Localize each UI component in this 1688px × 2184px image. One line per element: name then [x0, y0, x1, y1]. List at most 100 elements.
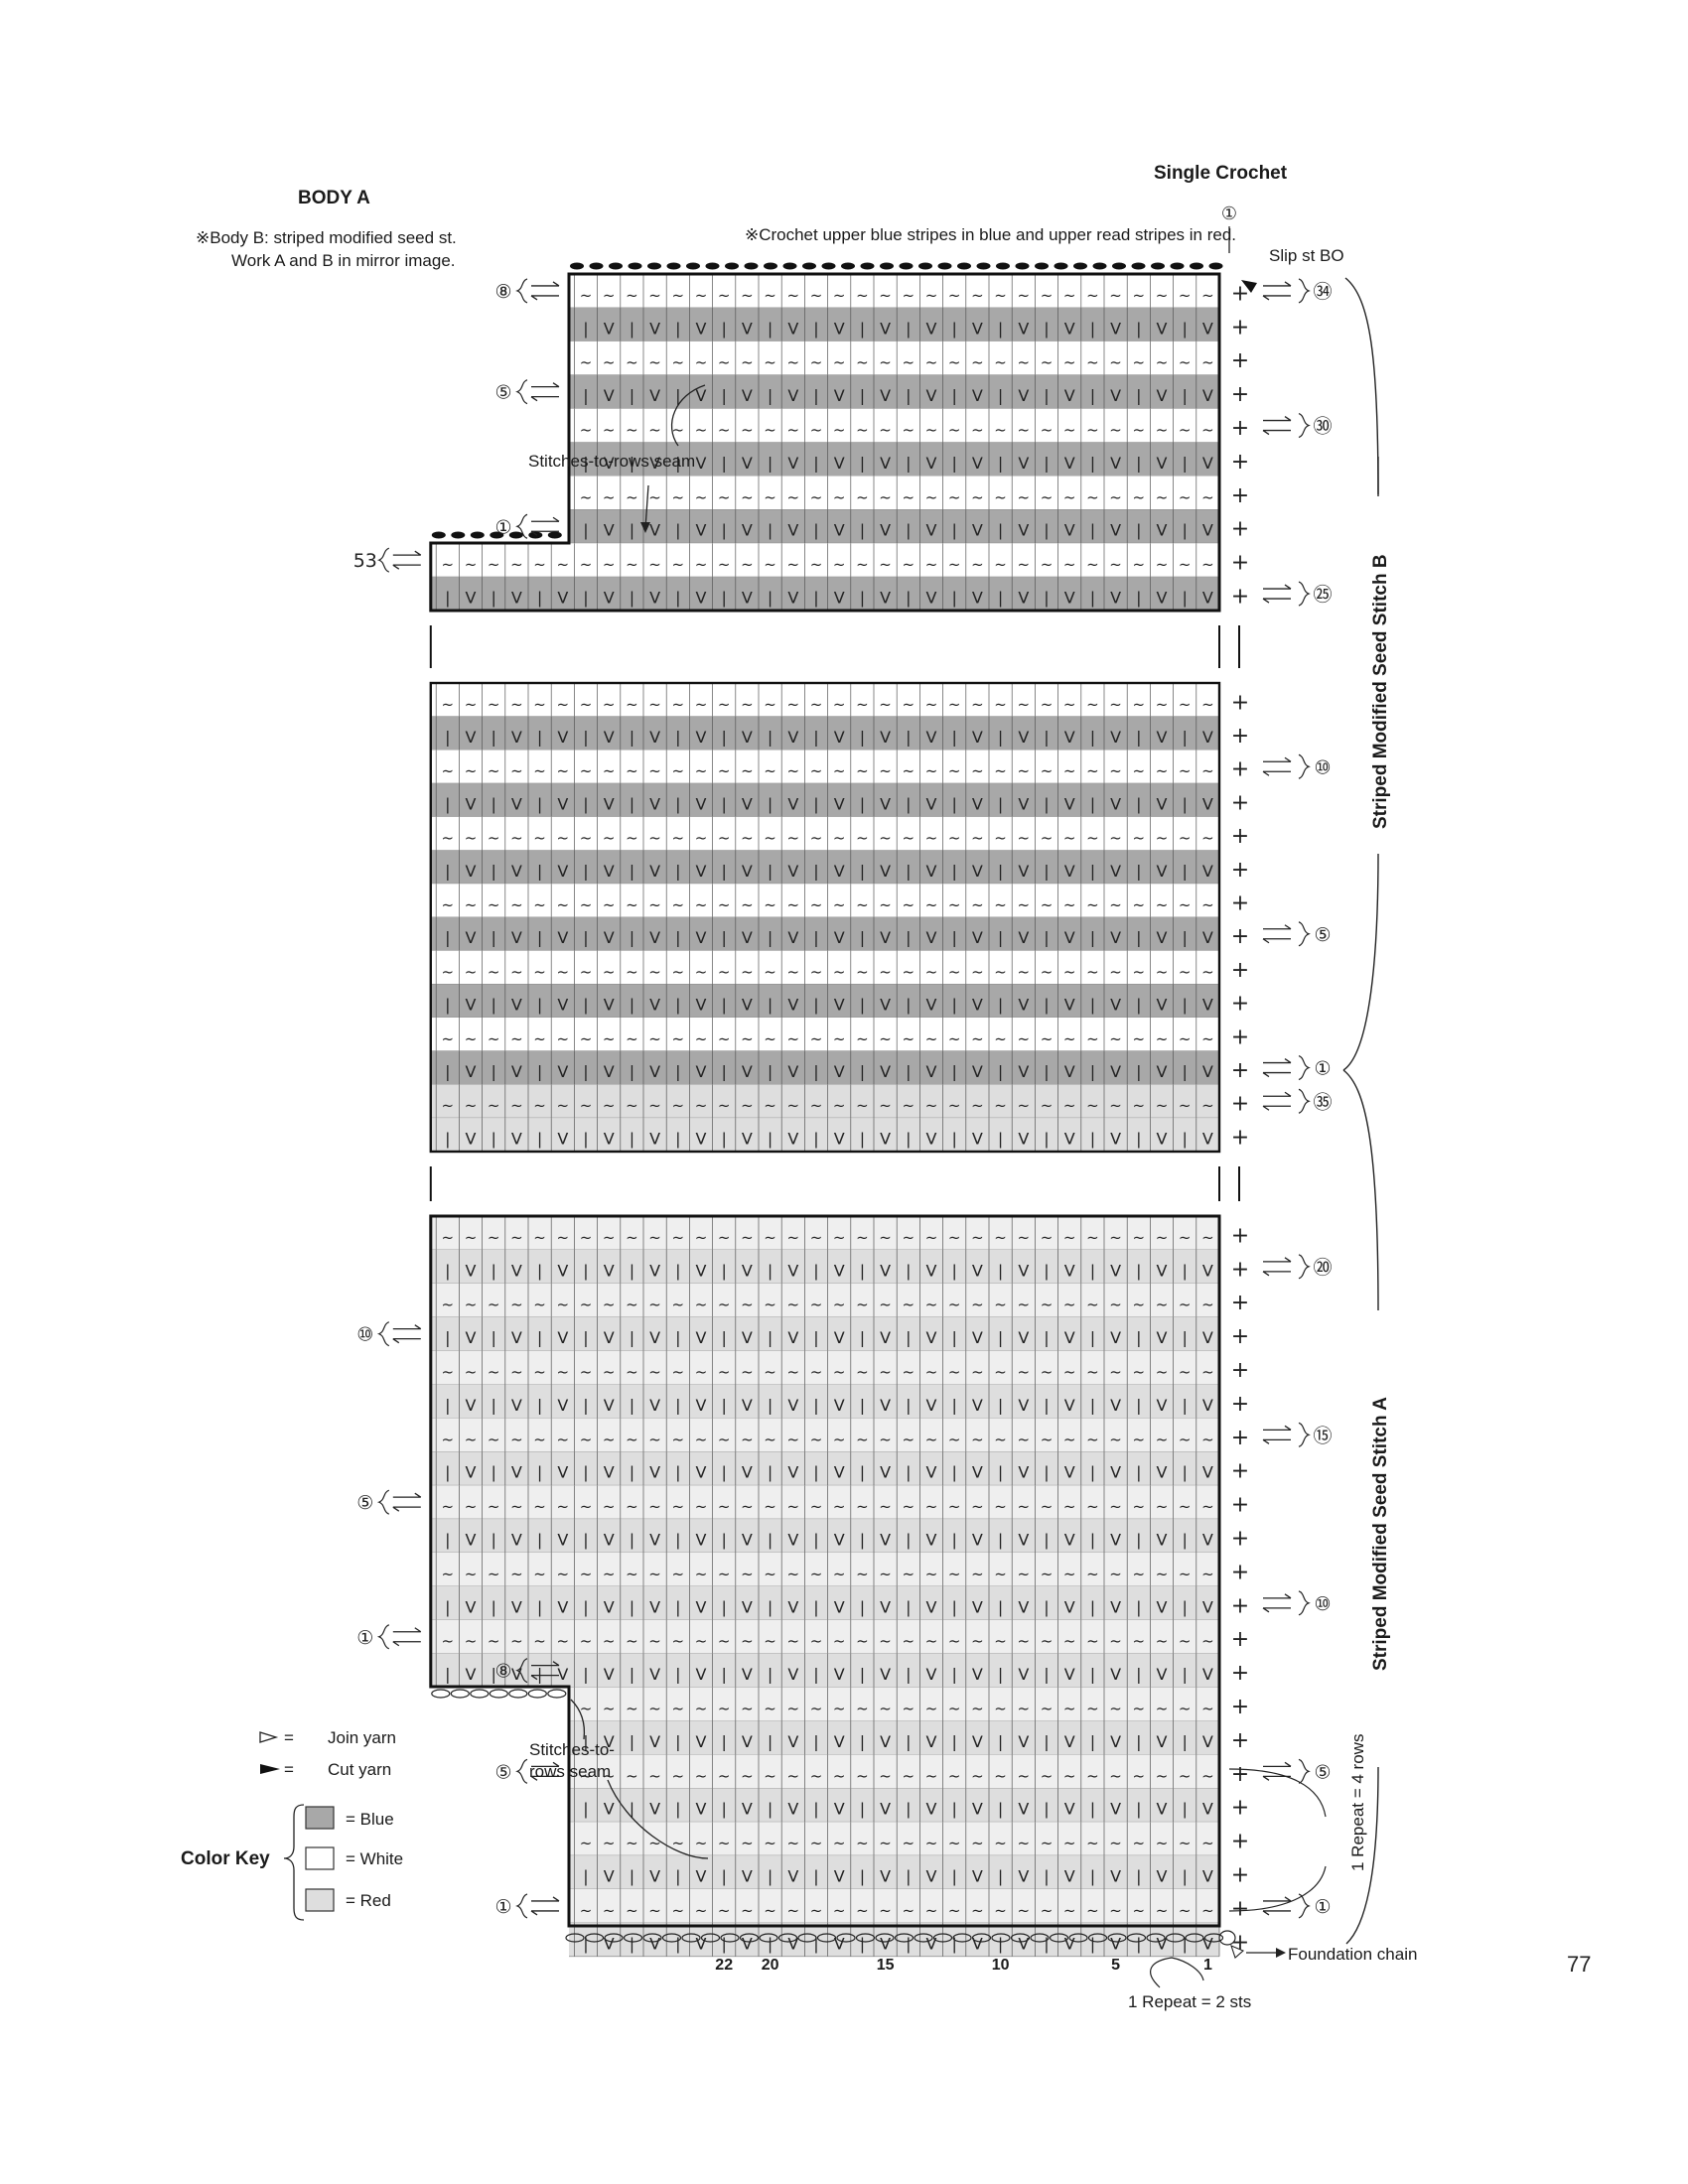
stitch-symbol: ~: [465, 762, 478, 780]
stitch-symbol: ~: [741, 1901, 754, 1919]
stitch-symbol: V: [926, 1129, 937, 1148]
stitch-symbol: ~: [1109, 963, 1122, 981]
stitch-symbol: ~: [971, 1767, 984, 1785]
stitch-symbol: |: [492, 1129, 496, 1148]
stitch-symbol: V: [604, 928, 615, 947]
stitch-symbol: ~: [603, 488, 616, 506]
stitch-symbol: ~: [971, 1097, 984, 1115]
row-number: ⑤: [494, 382, 511, 404]
stitch-symbol: |: [1090, 521, 1095, 540]
single-crochet-plus: +: [1231, 1392, 1249, 1417]
stitch-symbol: ~: [648, 1498, 661, 1516]
stitch-symbol: ~: [672, 556, 685, 574]
stripe-row: [430, 1585, 1219, 1620]
stitch-symbol: V: [742, 386, 753, 405]
stitch-symbol: |: [630, 928, 634, 947]
stitch-symbol: |: [860, 1934, 865, 1953]
stitch-symbol: ~: [879, 1835, 892, 1852]
stitch-symbol: ~: [810, 829, 823, 847]
stitch-symbol: ~: [672, 1767, 685, 1785]
stitch-symbol: V: [926, 1732, 937, 1751]
slip-st-dot: [1190, 262, 1203, 270]
stitch-symbol: |: [583, 1463, 588, 1482]
stitch-symbol: V: [926, 996, 937, 1015]
stitch-symbol: |: [906, 589, 911, 608]
stitch-symbol: ~: [879, 421, 892, 439]
stitch-symbol: V: [557, 1665, 568, 1684]
stitch-symbol: |: [768, 1732, 773, 1751]
stitch-symbol: V: [742, 728, 753, 747]
stitch-symbol: V: [1157, 1665, 1168, 1684]
stitch-symbol: |: [1136, 1129, 1141, 1148]
stitch-symbol: ~: [741, 1029, 754, 1047]
stitch-symbol: ~: [672, 286, 685, 304]
chain-stitch: [1218, 1930, 1236, 1946]
slip-st-dot: [1112, 262, 1126, 270]
stitch-symbol: ~: [510, 829, 523, 847]
stitch-symbol: ~: [1109, 1835, 1122, 1852]
stitch-symbol: ~: [1018, 1431, 1031, 1448]
stitch-symbol: ~: [1179, 1901, 1192, 1919]
stitch-symbol: ~: [648, 1835, 661, 1852]
stitch-symbol: ~: [533, 1565, 546, 1582]
stitch-symbol: ~: [626, 1498, 638, 1516]
stitch-symbol: ~: [1109, 1632, 1122, 1650]
stitch-symbol: ~: [948, 829, 961, 847]
row-marker-right: ㉚: [1262, 412, 1333, 439]
stitch-symbol: ~: [672, 1632, 685, 1650]
stripe-row: [430, 783, 1219, 817]
stitch-symbol: ~: [741, 695, 754, 713]
repeat-sts-bracket: [1150, 1957, 1204, 1988]
stitch-symbol: ~: [948, 762, 961, 780]
repeat-rows-bracket: [1228, 1768, 1327, 1912]
stitch-symbol: ~: [810, 1498, 823, 1516]
stitch-symbol: ~: [879, 1901, 892, 1919]
stitch-symbol: V: [466, 728, 477, 747]
single-crochet-plus: +: [1231, 1358, 1249, 1383]
stitch-symbol: ~: [879, 1228, 892, 1246]
stitch-symbol: ~: [1133, 556, 1146, 574]
stitch-symbol: |: [1044, 454, 1049, 473]
row-number: ⑧: [494, 281, 511, 303]
stitch-symbol: V: [787, 996, 798, 1015]
stitch-symbol: ~: [648, 1901, 661, 1919]
stitch-symbol: ~: [695, 1700, 708, 1717]
stitch-symbol: |: [722, 1800, 727, 1819]
row-number: ①: [494, 1896, 511, 1918]
stitch-symbol: |: [722, 728, 727, 747]
stitch-symbol: ~: [1086, 1363, 1099, 1381]
stitch-symbol: |: [813, 862, 818, 881]
stitch-symbol: |: [1183, 1665, 1188, 1684]
chain-stitch: [489, 1689, 508, 1699]
stitch-symbol: ~: [718, 1700, 731, 1717]
stitch-symbol: ~: [833, 556, 846, 574]
stitch-symbol: V: [1157, 996, 1168, 1015]
stitch-symbol: |: [722, 589, 727, 608]
stitch-symbol: V: [834, 521, 845, 540]
stitch-symbol: |: [492, 1665, 496, 1684]
stitch-symbol: V: [1018, 319, 1029, 338]
stitch-symbol: ~: [948, 895, 961, 913]
chain-stitch: [1030, 1933, 1050, 1943]
stitch-symbol: |: [813, 1328, 818, 1347]
stitch-symbol: |: [1044, 862, 1049, 881]
stitch-symbol: ~: [810, 1565, 823, 1582]
cut-yarn-symbol: ►=: [260, 1760, 287, 1779]
stitch-symbol: |: [1090, 1261, 1095, 1280]
stitch-symbol: ~: [442, 695, 455, 713]
stitch-symbol: ~: [1201, 1296, 1214, 1313]
stitch-symbol: ~: [833, 1296, 846, 1313]
stitch-symbol: ~: [695, 895, 708, 913]
stitch-symbol: V: [649, 728, 660, 747]
stitch-symbol: |: [630, 454, 634, 473]
stitch-symbol: |: [813, 1934, 818, 1953]
stitch-symbol: ~: [971, 829, 984, 847]
stitch-symbol: |: [906, 454, 911, 473]
stitch-symbol: ~: [810, 1296, 823, 1313]
stitch-symbol: ~: [741, 1565, 754, 1582]
chain-stitch: [1203, 1933, 1224, 1943]
stitch-symbol: V: [1064, 794, 1075, 813]
stitch-symbol: ~: [648, 1097, 661, 1115]
stitch-symbol: |: [722, 1934, 727, 1953]
stitch-symbol: ~: [1156, 895, 1169, 913]
